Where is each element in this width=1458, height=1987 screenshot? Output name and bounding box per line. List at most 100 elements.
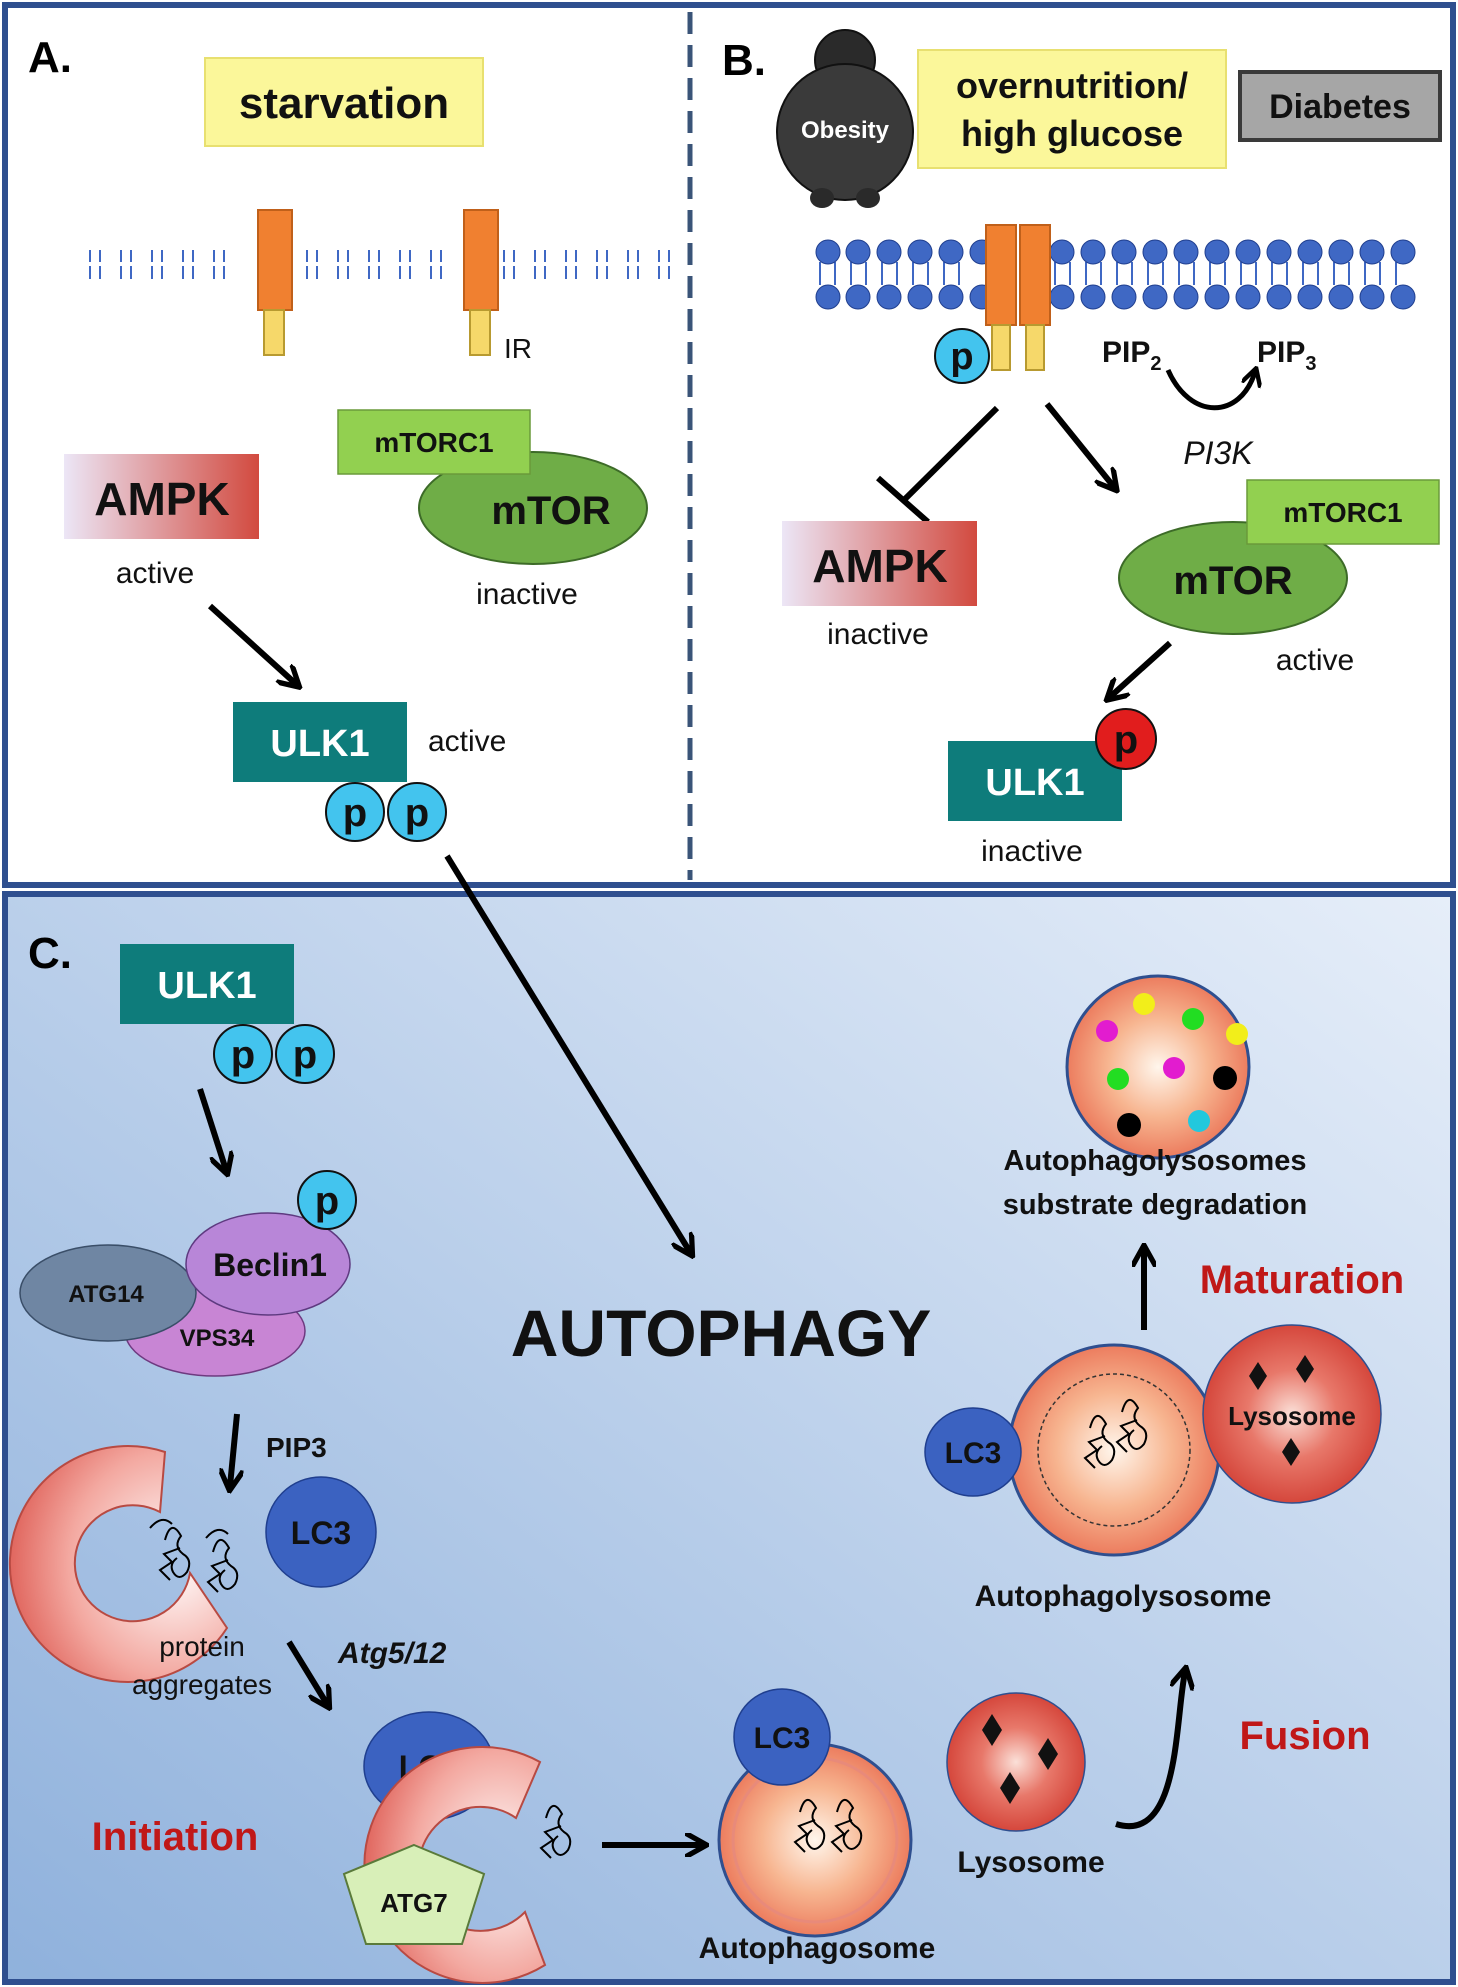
- ulk1-to-autophagy-arrow: [444, 854, 690, 1252]
- autophagosome-label: Autophagosome: [699, 1932, 936, 1965]
- autophagolysosome-inner-membrane: [1037, 1373, 1191, 1527]
- protein-aggregate-icon: [149, 1518, 239, 1593]
- phospho-b-ulk1: [1095, 708, 1157, 770]
- mtorc1-b: [1246, 479, 1440, 545]
- ulk1-to-beclin-arrow: [197, 1088, 226, 1170]
- phospho-c-2-label: p: [293, 1033, 317, 1077]
- protein-label-line2: aggregates: [132, 1669, 272, 1700]
- atg7-label: ATG7: [380, 1888, 447, 1918]
- initiation-label: Initiation: [92, 1815, 259, 1859]
- lc3-free-label: LC3: [291, 1515, 351, 1551]
- ulk1-a: [233, 702, 407, 782]
- to-elongation-arrow: [286, 1640, 327, 1704]
- inhibit-ampk-bar: [876, 475, 930, 525]
- lc3-autophagolysosome: [924, 1407, 1022, 1497]
- ulk1-c: [120, 944, 294, 1024]
- protein-aggregate-icon: [1083, 1399, 1148, 1469]
- inhibit-ampk-line: [901, 405, 1000, 503]
- panel-c: C. ULK1 p p p Beclin1 ATG14 VPS34 PIP3 p…: [8, 854, 1404, 1984]
- beclin1-label: Beclin1: [213, 1247, 327, 1283]
- phospho-c-1: [213, 1024, 273, 1084]
- lc3-free: [265, 1476, 377, 1588]
- beclin-to-phagophore-arrow: [230, 1413, 237, 1486]
- starvation-box: [204, 57, 484, 147]
- phospho-c-2: [275, 1024, 335, 1084]
- phospho-beclin-label: p: [315, 1179, 339, 1223]
- ulk1-b-label: ULK1: [985, 762, 1084, 804]
- lc3-autophagosome: [733, 1688, 831, 1786]
- lc3-autophagolysosome-label: LC3: [945, 1437, 1002, 1470]
- maturation-label: Maturation: [1200, 1258, 1404, 1302]
- protein-aggregate-icon: [793, 1799, 863, 1853]
- pip3-label: PIP3: [1257, 336, 1316, 375]
- vps34-label: VPS34: [180, 1325, 255, 1352]
- degradation-line1: Autophagolysosomes: [1004, 1145, 1307, 1177]
- phospho-b-receptor-label: p: [950, 336, 973, 378]
- mtorc1-a-label: mTORC1: [374, 427, 493, 458]
- panel-c-label: C.: [28, 929, 72, 978]
- mtor-a-state: inactive: [476, 578, 578, 611]
- lysosome-enzyme-icon: [982, 1714, 1058, 1804]
- pi3k-label: PI3K: [1183, 435, 1254, 471]
- ulk1-b-state: inactive: [981, 835, 1083, 868]
- ir-label: IR: [504, 333, 532, 364]
- degraded-substrate-dots: [1096, 993, 1248, 1137]
- degradation-line2: substrate degradation: [1003, 1189, 1308, 1221]
- panel-a-label: A.: [28, 33, 72, 82]
- overnutrition-line1: overnutrition/: [956, 65, 1188, 106]
- panel-b: B. Obesity overnutrition/ high glucose D…: [722, 29, 1442, 868]
- protein-label-line1: protein: [159, 1631, 245, 1662]
- diabetes-label: Diabetes: [1269, 88, 1411, 126]
- ampk-a-label: AMPK: [94, 473, 229, 525]
- phospho-beclin: [297, 1170, 357, 1230]
- obesity-label: Obesity: [801, 117, 890, 144]
- ampk-to-ulk1-arrow: [207, 603, 296, 684]
- protein-aggregate-icon: [539, 1805, 572, 1859]
- mtorc1-b-label: mTORC1: [1283, 497, 1402, 528]
- ampk-b-state: inactive: [827, 618, 929, 651]
- pip-conversion-arrow: [1165, 370, 1255, 411]
- diabetes-box: [1238, 70, 1442, 142]
- overnutrition-line2: high glucose: [961, 113, 1183, 154]
- mtor-b-label: mTOR: [1173, 559, 1292, 603]
- mtor-a-label: mTOR: [491, 489, 610, 533]
- ampk-a-state: active: [116, 557, 194, 590]
- phagophore-initial: [8, 1445, 229, 1683]
- starvation-label: starvation: [239, 79, 449, 128]
- panel-a: A. starvation IR mTORC1 mTOR inactive: [28, 33, 684, 842]
- ulk1-a-label: ULK1: [270, 723, 369, 765]
- lysosome-fused: [1202, 1324, 1382, 1504]
- lysosome: [946, 1692, 1086, 1832]
- phospho-a-2-label: p: [405, 791, 429, 835]
- mtor-a: [418, 451, 648, 565]
- phospho-b-receptor: [934, 328, 990, 384]
- atg7: [342, 1843, 486, 1945]
- pip3-c-label: PIP3: [266, 1432, 327, 1463]
- pip2-label: PIP2: [1102, 336, 1161, 375]
- ampk-b: [782, 521, 977, 606]
- lysosome-enzyme-icon: [1249, 1355, 1314, 1466]
- mtorc1-a: [337, 409, 531, 475]
- overnutrition-box: [917, 49, 1227, 169]
- autophagy-title: AUTOPHAGY: [511, 1296, 932, 1370]
- phospho-a-1: [325, 782, 385, 842]
- phospho-c-1-label: p: [231, 1033, 255, 1077]
- activate-mtor-arrow: [1044, 402, 1114, 487]
- mtor-to-ulk1-arrow: [1110, 640, 1173, 697]
- ampk-b-label: AMPK: [812, 540, 947, 592]
- atg14: [19, 1244, 197, 1342]
- lysosome-fused-label: Lysosome: [1228, 1401, 1356, 1431]
- ampk-a: [64, 454, 259, 539]
- obesity-figure-icon: [776, 29, 914, 208]
- atg5-12-label: Atg5/12: [337, 1637, 447, 1670]
- lc3-autophagosome-label: LC3: [754, 1722, 811, 1755]
- beclin1: [185, 1212, 351, 1316]
- phospho-a-1-label: p: [343, 791, 367, 835]
- ulk1-c-label: ULK1: [157, 965, 256, 1007]
- mtor-b-state: active: [1276, 644, 1354, 677]
- phospho-a-2: [387, 782, 447, 842]
- mtor-b: [1118, 521, 1348, 635]
- cell-membrane-b: [815, 239, 1416, 310]
- insulin-receptor-a: [463, 209, 499, 356]
